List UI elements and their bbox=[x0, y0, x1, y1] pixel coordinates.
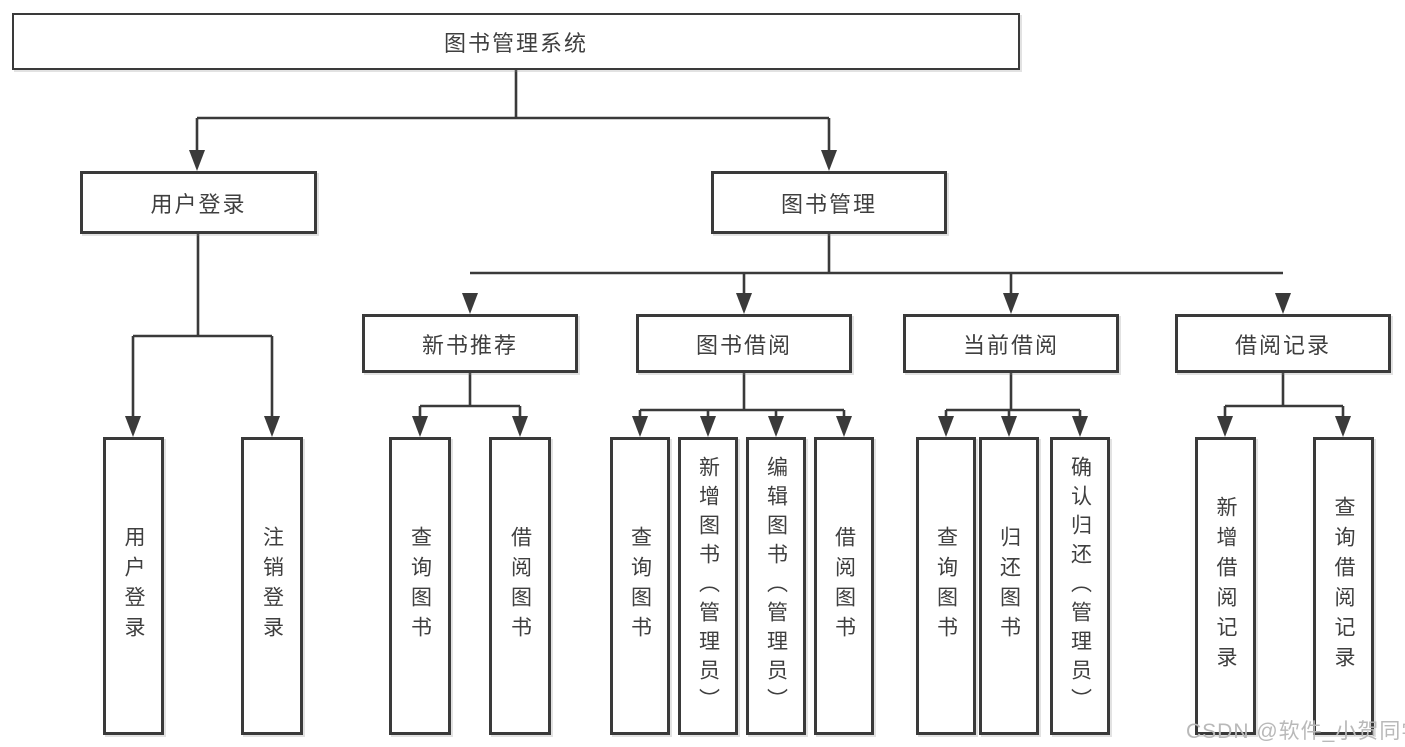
node-book-borrow: 图书借阅 bbox=[636, 314, 852, 373]
arrow-down-icon bbox=[412, 416, 428, 437]
arrow-down-icon bbox=[836, 416, 852, 437]
node-user-login: 用户登录 bbox=[80, 171, 317, 234]
arrow-down-icon bbox=[1217, 416, 1233, 437]
node-new-book-recommend: 新书推荐 bbox=[362, 314, 578, 373]
arrow-down-icon bbox=[189, 150, 205, 171]
leaf-recommend-borrow-book: 借阅图书 bbox=[489, 437, 551, 735]
arrow-down-icon bbox=[736, 293, 752, 314]
leaf-logout-login: 注销登录 bbox=[241, 437, 303, 735]
leaf-user-login: 用户登录 bbox=[103, 437, 164, 735]
csdn-watermark: CSDN @软件_小贺同学 bbox=[1186, 720, 1405, 743]
arrow-down-icon bbox=[1003, 293, 1019, 314]
arrow-down-icon bbox=[821, 150, 837, 171]
node-current-borrow: 当前借阅 bbox=[903, 314, 1119, 373]
arrow-down-icon bbox=[938, 416, 954, 437]
leaf-borrow-add-book-admin: 新增图书（管理员） bbox=[678, 437, 738, 735]
node-book-management: 图书管理 bbox=[711, 171, 947, 234]
arrow-down-icon bbox=[1275, 293, 1291, 314]
leaf-current-return-book: 归还图书 bbox=[979, 437, 1039, 735]
arrow-down-icon bbox=[768, 416, 784, 437]
node-borrow-record: 借阅记录 bbox=[1175, 314, 1391, 373]
arrow-down-icon bbox=[1001, 416, 1017, 437]
leaf-borrow-edit-book-admin: 编辑图书（管理员） bbox=[746, 437, 806, 735]
arrow-down-icon bbox=[700, 416, 716, 437]
arrow-down-icon bbox=[264, 416, 280, 437]
leaf-current-confirm-return-admin: 确认归还（管理员） bbox=[1050, 437, 1110, 735]
arrow-down-icon bbox=[1335, 416, 1351, 437]
leaf-record-query-borrow-record: 查询借阅记录 bbox=[1313, 437, 1374, 735]
leaf-borrow-query-book: 查询图书 bbox=[610, 437, 670, 735]
arrow-down-icon bbox=[462, 293, 478, 314]
node-library-management-system: 图书管理系统 bbox=[12, 13, 1020, 70]
arrow-down-icon bbox=[632, 416, 648, 437]
arrow-down-icon bbox=[512, 416, 528, 437]
arrow-down-icon bbox=[1072, 416, 1088, 437]
leaf-borrow-borrow-book: 借阅图书 bbox=[814, 437, 874, 735]
arrow-down-icon bbox=[125, 416, 141, 437]
leaf-recommend-query-book: 查询图书 bbox=[389, 437, 451, 735]
leaf-record-add-borrow-record: 新增借阅记录 bbox=[1195, 437, 1256, 735]
leaf-current-query-book: 查询图书 bbox=[916, 437, 976, 735]
